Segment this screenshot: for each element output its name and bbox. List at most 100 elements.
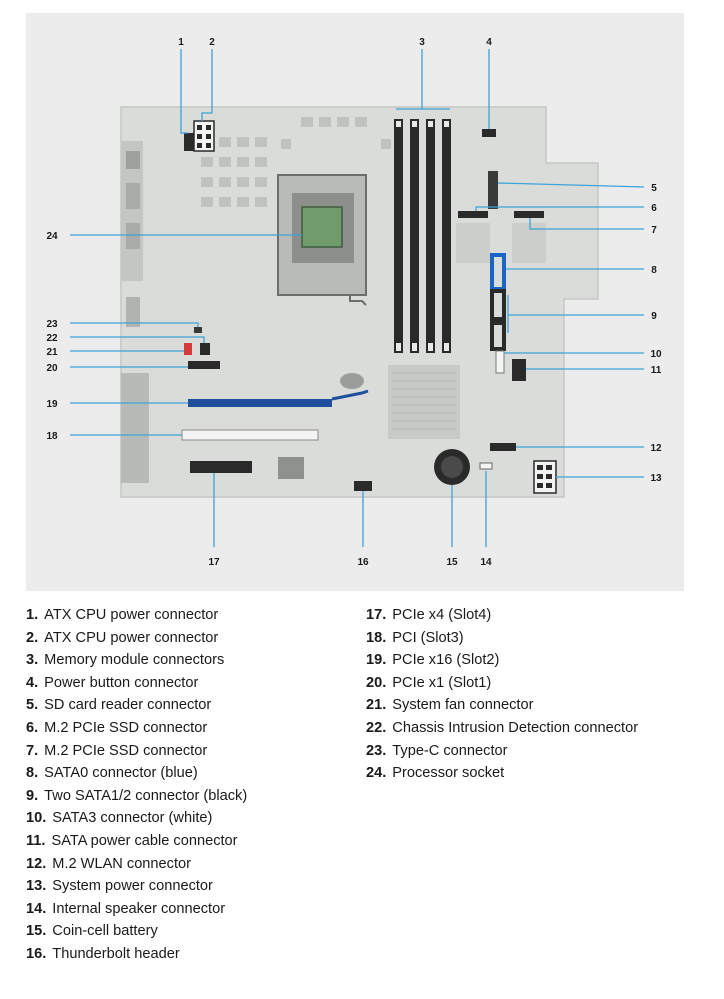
legend-number: 7. (26, 742, 39, 759)
callout-18: 18 (46, 431, 58, 442)
rear-usb-port (126, 223, 140, 249)
legend-item: 13.System power connector (26, 875, 247, 898)
callout-2: 2 (209, 37, 215, 48)
legend-item: 11. SATA power cable connector (26, 830, 247, 853)
legend-item: 6.M.2 PCIe SSD connector (26, 717, 247, 740)
legend-item: 23.Type-C connector (366, 740, 638, 763)
callout-11: 11 (651, 365, 662, 376)
legend-label: System power connector (52, 878, 213, 895)
socket-lever (349, 295, 367, 306)
system-fan-connector (184, 343, 192, 355)
legend-label: ATX CPU power connector (44, 607, 219, 623)
callout-10: 10 (650, 349, 662, 360)
callout-6: 6 (651, 203, 657, 214)
legend-number: 12. (26, 855, 47, 872)
legend-number: 24. (366, 765, 387, 782)
legend-number: 9. (26, 787, 39, 804)
processor-socket (301, 206, 343, 248)
legend-label: Coin-cell battery (52, 923, 158, 940)
legend-label: SATA3 connector (white) (52, 810, 213, 827)
callout-16: 16 (357, 557, 369, 568)
callout-22: 22 (46, 333, 58, 344)
legend-number: 15. (26, 923, 47, 940)
callout-20: 20 (46, 363, 58, 374)
pci-slot3 (181, 429, 319, 441)
dell-logo (340, 373, 364, 389)
legend-label: M.2 WLAN connector (52, 855, 191, 872)
legend-item: 17.PCIe x4 (Slot4) (366, 604, 638, 627)
system-power-pins (537, 465, 552, 488)
legend-item: 9. Two SATA1/2 connector (black) (26, 785, 247, 808)
legend-number: 2. (26, 629, 39, 646)
legend-label: Thunderbolt header (52, 945, 180, 962)
legend-label: Two SATA1/2 connector (black) (44, 787, 248, 804)
legend-item: 24. Processor socket (366, 762, 638, 785)
legend-number: 23. (366, 742, 387, 759)
legend-number: 10. (26, 810, 47, 827)
legend-label: PCI (Slot3) (392, 629, 464, 646)
legend-number: 22. (366, 719, 387, 736)
callout-1: 1 (178, 37, 184, 48)
callout-4: 4 (486, 37, 492, 48)
legend-label: Internal speaker connector (52, 900, 226, 917)
legend-item: 1. ATX CPU power connector (26, 604, 247, 627)
sata2-connector-black (490, 317, 506, 351)
heatsink-fins (392, 372, 456, 430)
type-c-connector (194, 327, 202, 333)
legend-item: 18. PCI (Slot3) (366, 627, 638, 650)
legend-item: 7. M.2 PCIe SSD connector (26, 740, 247, 763)
legend-label: PCIe x1 (Slot1) (392, 674, 492, 691)
pcie-x1-slot1 (188, 361, 220, 369)
callout-23: 23 (46, 319, 58, 330)
legend-number: 21. (366, 697, 387, 714)
legend-item: 14. Internal speaker connector (26, 898, 247, 921)
legend-label: Processor socket (392, 765, 505, 782)
legend-number: 1. (26, 607, 39, 623)
rear-audio-port (126, 297, 140, 327)
legend-item: 15. Coin-cell battery (26, 920, 247, 943)
legend-number: 17. (366, 607, 387, 623)
legend-label: Memory module connectors (44, 652, 225, 669)
callout-21: 21 (46, 347, 58, 358)
legend-item: 5.SD card reader connector (26, 694, 247, 717)
callout-24: 24 (46, 231, 58, 242)
legend-number: 8. (26, 765, 39, 782)
legend-label: M.2 PCIe SSD connector (44, 742, 208, 759)
m2-ssd-area-6 (456, 223, 490, 263)
motherboard-diagram: 1 2 3 4 5 6 7 8 9 10 11 12 13 14 15 16 1… (26, 13, 684, 591)
callout-8: 8 (651, 265, 657, 276)
legend-number: 11. (26, 832, 46, 849)
legend-label: ATX CPU power connector (44, 629, 219, 646)
sata-power-connector (512, 359, 526, 381)
legend-number: 18. (366, 629, 387, 646)
legend: 1. ATX CPU power connector 2. ATX CPU powe… (0, 604, 724, 994)
leader-lines (70, 49, 645, 547)
legend-number: 4. (26, 674, 39, 691)
callout-14: 14 (480, 557, 492, 568)
coin-cell-battery-face (441, 456, 463, 478)
pcie-x16-slot2 (188, 399, 332, 407)
legend-number: 5. (26, 697, 39, 714)
rear-io-lower (121, 373, 149, 483)
legend-label: M.2 PCIe SSD connector (44, 719, 208, 736)
legend-item: 16. Thunderbolt header (26, 943, 247, 966)
legend-number: 14. (26, 900, 47, 917)
legend-number: 16. (26, 945, 47, 962)
legend-item: 8.SATA0 connector (blue) (26, 762, 247, 785)
legend-label: PCIe x16 (Slot2) (392, 652, 500, 669)
legend-item: 2. ATX CPU power connector (26, 627, 247, 650)
legend-item: 20.PCIe x1 (Slot1) (366, 672, 638, 695)
m2-ssd-connector-6 (458, 211, 488, 218)
legend-label: SATA power cable connector (51, 832, 238, 849)
legend-item: 3. Memory module connectors (26, 649, 247, 672)
legend-item: 10. SATA3 connector (white) (26, 807, 247, 830)
m2-ssd-area-7 (512, 223, 546, 263)
callout-5: 5 (651, 183, 657, 194)
legend-column-left: 1. ATX CPU power connector 2. ATX CPU powe… (26, 604, 247, 966)
memory-module-connectors (394, 119, 451, 353)
atx-cpu-power-connector-1 (184, 133, 194, 151)
chipset-heatsink (388, 365, 460, 439)
legend-number: 3. (26, 652, 39, 669)
callout-19: 19 (46, 399, 58, 410)
rear-usb-port (126, 151, 140, 169)
